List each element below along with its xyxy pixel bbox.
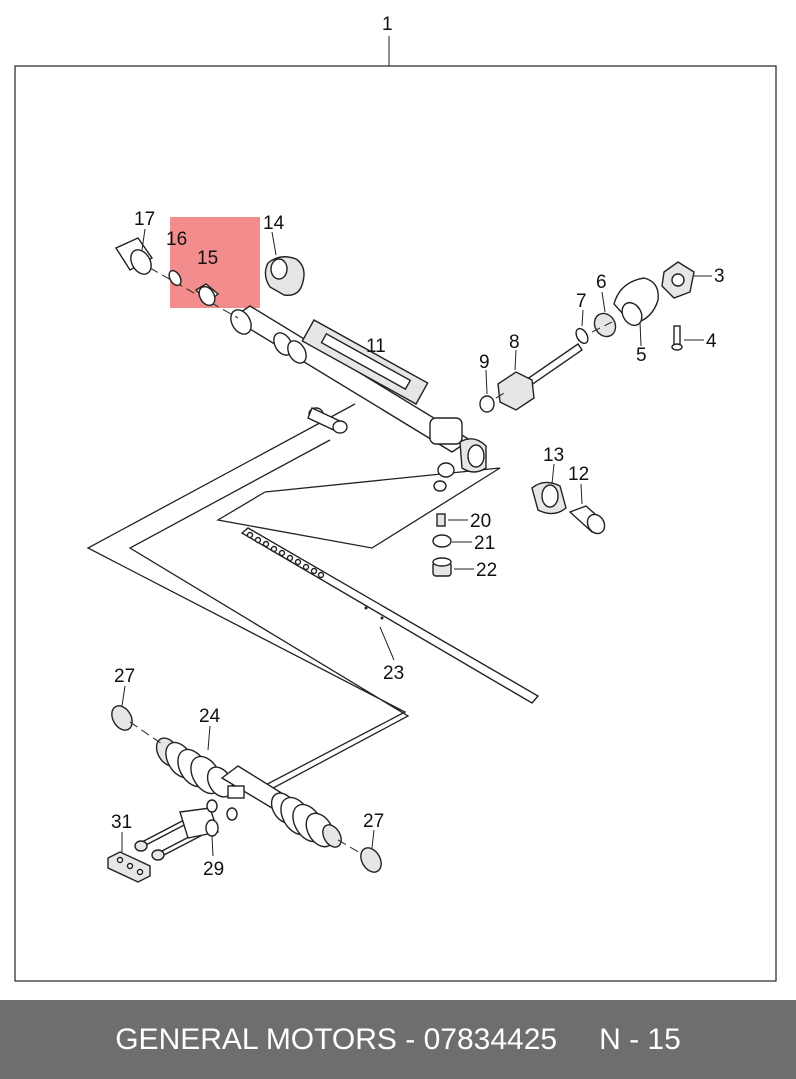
- part-7-ring: [575, 327, 589, 345]
- part-16-ring: [168, 269, 182, 287]
- part-24-boot-right: [270, 792, 342, 848]
- footer-page-number: N - 15: [599, 1022, 681, 1056]
- label-5: 5: [636, 345, 647, 366]
- label-3: 3: [714, 266, 725, 287]
- label-6: 6: [596, 272, 607, 293]
- label-22: 22: [476, 560, 497, 581]
- part-22-plug: [432, 557, 452, 577]
- label-9: 9: [479, 352, 490, 373]
- part-mount-bracket: [307, 407, 348, 434]
- part-15-bush: [194, 283, 220, 307]
- part-14-bushing: [264, 256, 305, 296]
- part-27-ring-left: [111, 705, 133, 731]
- label-24: 24: [199, 706, 221, 727]
- part-21-nut: [432, 534, 452, 548]
- part-8-pinion: [497, 343, 583, 411]
- label-29: 29: [203, 859, 224, 880]
- part-9-bearing: [479, 395, 495, 413]
- part-12-cap: [568, 505, 606, 535]
- part-yoke-cap: [433, 480, 447, 492]
- part-29-bracket: [179, 785, 245, 839]
- part-4-bolt: [671, 325, 683, 351]
- part-11-housing: [230, 305, 472, 478]
- part-right-bushing: [459, 438, 487, 473]
- part-23-teeth: [246, 531, 325, 579]
- part-3-cover: [661, 261, 695, 299]
- label-7: 7: [576, 291, 587, 312]
- label-13: 13: [543, 445, 564, 466]
- part-13-bushing: [531, 481, 567, 515]
- part-24-boot-left: [155, 737, 234, 798]
- label-14: 14: [263, 213, 285, 234]
- part-5-housing: [613, 277, 659, 327]
- label-27-right: 27: [363, 811, 384, 832]
- label-8: 8: [509, 332, 520, 353]
- parts-diagram: 1 3 4 5 6 7 8 9 11 12 13 14 15 16 17 20 …: [14, 14, 777, 982]
- label-17: 17: [134, 209, 155, 230]
- label-15: 15: [197, 248, 218, 269]
- label-27-left: 27: [114, 666, 135, 687]
- diagram-frame: [14, 65, 777, 982]
- label-20: 20: [470, 511, 491, 532]
- footer-brand-part-number: GENERAL MOTORS - 07834425: [115, 1022, 558, 1056]
- label-12: 12: [568, 464, 589, 485]
- part-27-ring-right: [360, 847, 382, 873]
- part-17-cap: [114, 237, 154, 275]
- footer-bar: GENERAL MOTORS - 07834425 N - 15: [0, 1000, 796, 1079]
- label-23: 23: [383, 663, 404, 684]
- rack-outline: [216, 467, 501, 549]
- label-11: 11: [366, 336, 386, 357]
- label-4: 4: [706, 331, 717, 352]
- part-31-plate: [107, 851, 151, 883]
- label-31: 31: [111, 812, 132, 833]
- label-16: 16: [166, 229, 187, 250]
- part-20-spring: [436, 513, 446, 527]
- label-21: 21: [474, 533, 495, 554]
- label-1: 1: [382, 14, 393, 35]
